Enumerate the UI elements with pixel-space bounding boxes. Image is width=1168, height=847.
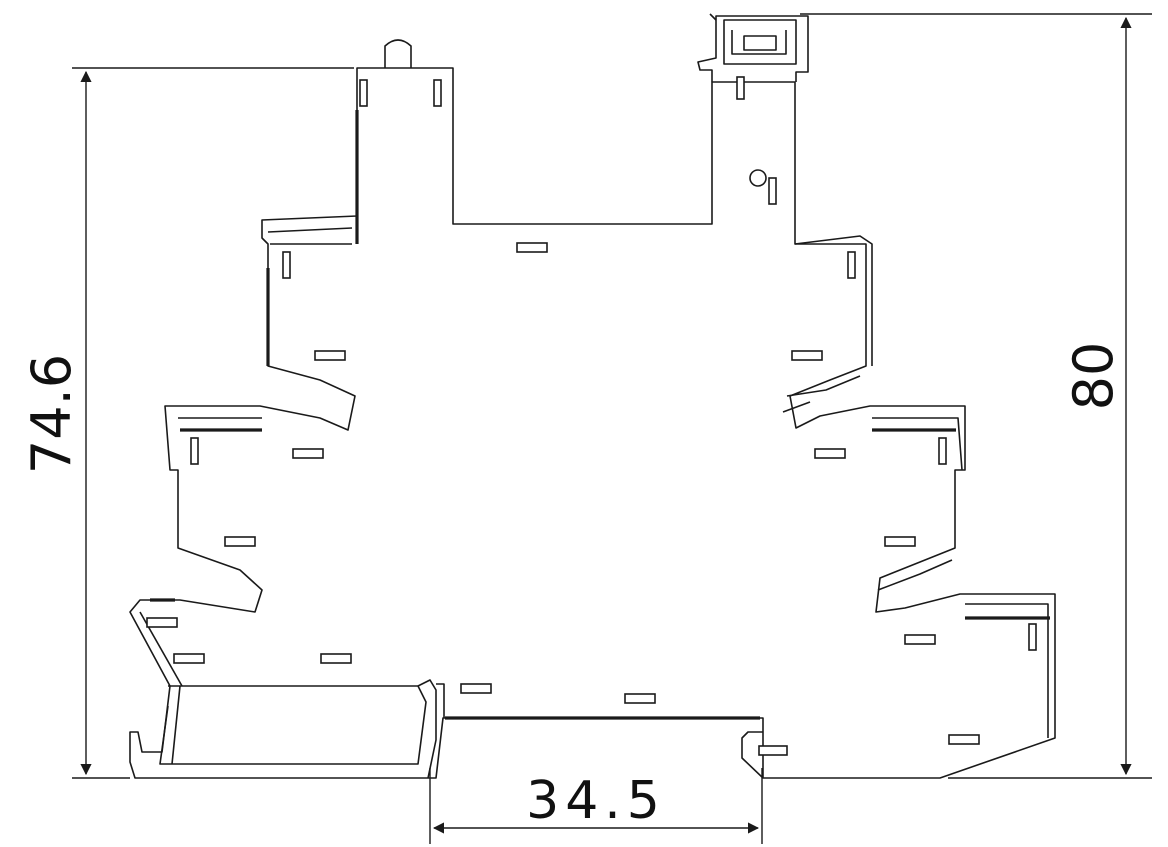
terminal-slots — [146, 76, 1037, 756]
socket-outline — [129, 13, 1056, 779]
width-bottom-label: 34.5 — [526, 771, 666, 831]
height-right-label: 80 — [1062, 342, 1125, 411]
height-left-label: 74.6 — [20, 354, 83, 474]
dimension-lines — [72, 13, 1152, 844]
